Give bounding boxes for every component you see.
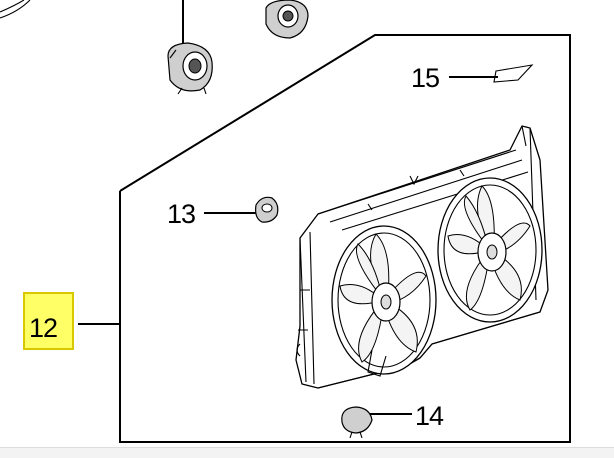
top-left-partial-part: [0, 0, 31, 19]
callout-12[interactable]: 12: [23, 292, 120, 350]
callout-14-label: 14: [415, 401, 444, 431]
fan-left: [296, 225, 437, 377]
fan-right: [437, 177, 543, 323]
assembly-frame: [119, 34, 571, 443]
callout-15-label: 15: [411, 63, 439, 93]
motor-part-top-right: [265, 0, 309, 39]
bottom-strip: [0, 447, 614, 458]
motor-part-top: [167, 0, 213, 95]
callout-13[interactable]: 13: [167, 196, 279, 229]
callout-14[interactable]: 14: [341, 401, 445, 439]
callout-12-label: 12: [29, 313, 57, 343]
callout-12-highlight: [23, 292, 74, 350]
callout-13-label: 13: [167, 199, 195, 229]
callout-15[interactable]: 15: [411, 63, 534, 93]
